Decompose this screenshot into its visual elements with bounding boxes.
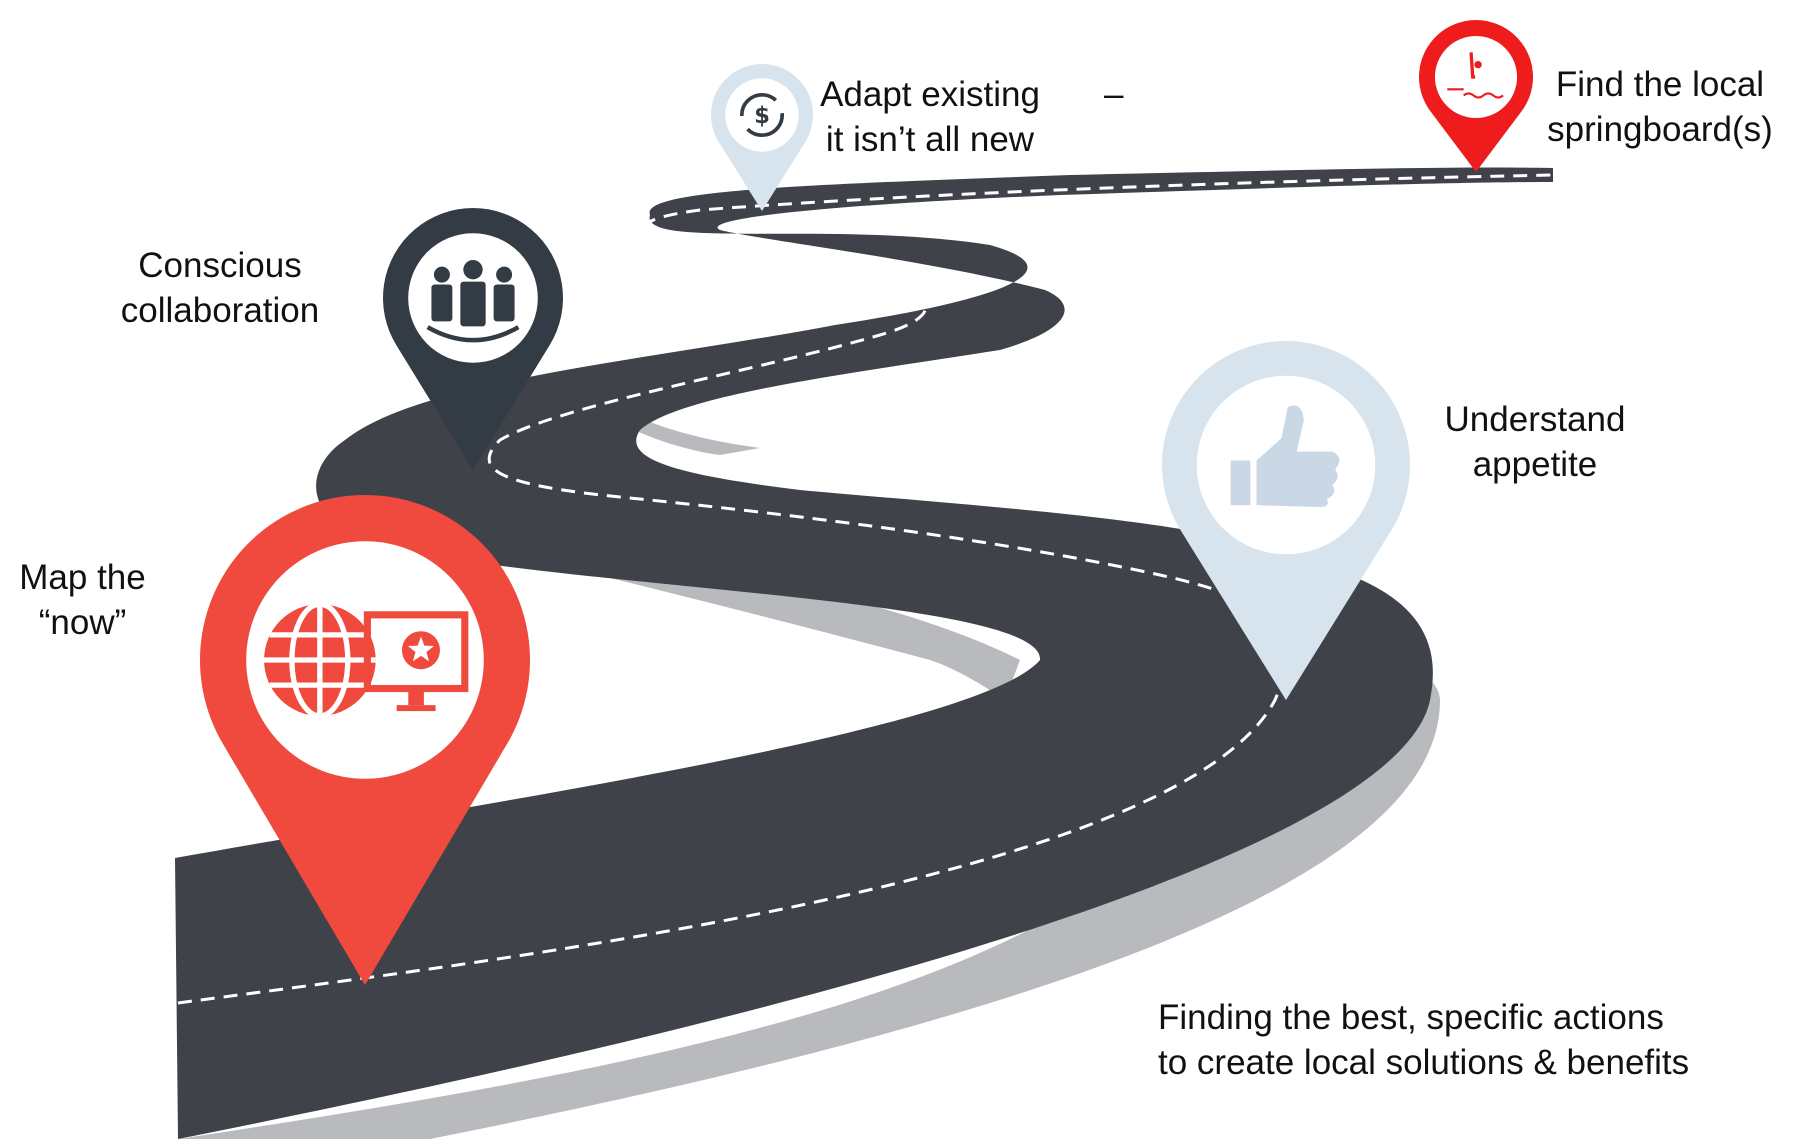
milestone-line: it isn’t all new: [825, 120, 1035, 159]
pin-adapt-existing: $: [710, 63, 814, 211]
people-group-icon: [426, 259, 520, 343]
footer-caption: Finding the best, specific actions to cr…: [1158, 995, 1689, 1085]
pin-understand-appetite: [1162, 340, 1410, 700]
cycle-arrow-icon: [426, 325, 520, 343]
milestone-line: springboard(s): [1547, 110, 1773, 149]
water-wave-icon: [1463, 92, 1504, 99]
svg-text:$: $: [754, 103, 770, 129]
milestone-label-adapt-existing: Adapt existing it isn’t all new: [805, 72, 1055, 162]
milestone-line: “now”: [38, 603, 127, 642]
footer-line: to create local solutions & benefits: [1158, 1043, 1690, 1082]
road-centerline: [177, 173, 1554, 1005]
road-shadow-inner: [520, 548, 1020, 700]
milestone-line: Adapt existing: [820, 75, 1040, 114]
diver-icon: [1447, 52, 1504, 99]
milestone-dash: –: [1104, 75, 1124, 114]
monitor-icon: [363, 611, 469, 712]
milestone-line: Understand: [1444, 400, 1626, 439]
footer-line: Finding the best, specific actions: [1158, 998, 1664, 1037]
milestone-line: collaboration: [120, 291, 320, 330]
milestone-line: Find the local: [1555, 65, 1765, 104]
pin-find-springboard: [1418, 19, 1533, 173]
pin-conscious-collaboration: [383, 208, 563, 471]
pin-map-now: [199, 494, 530, 985]
dollar-refresh-icon: $: [739, 92, 785, 138]
thumbs-up-icon: [1230, 405, 1340, 508]
milestone-line: Map the: [19, 558, 146, 597]
globe-icon: [264, 601, 376, 719]
road: [175, 167, 1553, 1139]
milestone-line: appetite: [1472, 445, 1598, 484]
milestone-line: Conscious: [138, 246, 302, 285]
milestone-label-conscious-collaboration: Conscious collaboration: [100, 243, 340, 333]
milestone-label-map-now: Map the “now”: [0, 555, 165, 645]
milestone-label-find-springboard: Find the local springboard(s): [1530, 62, 1790, 152]
milestone-label-understand-appetite: Understand appetite: [1430, 397, 1640, 487]
